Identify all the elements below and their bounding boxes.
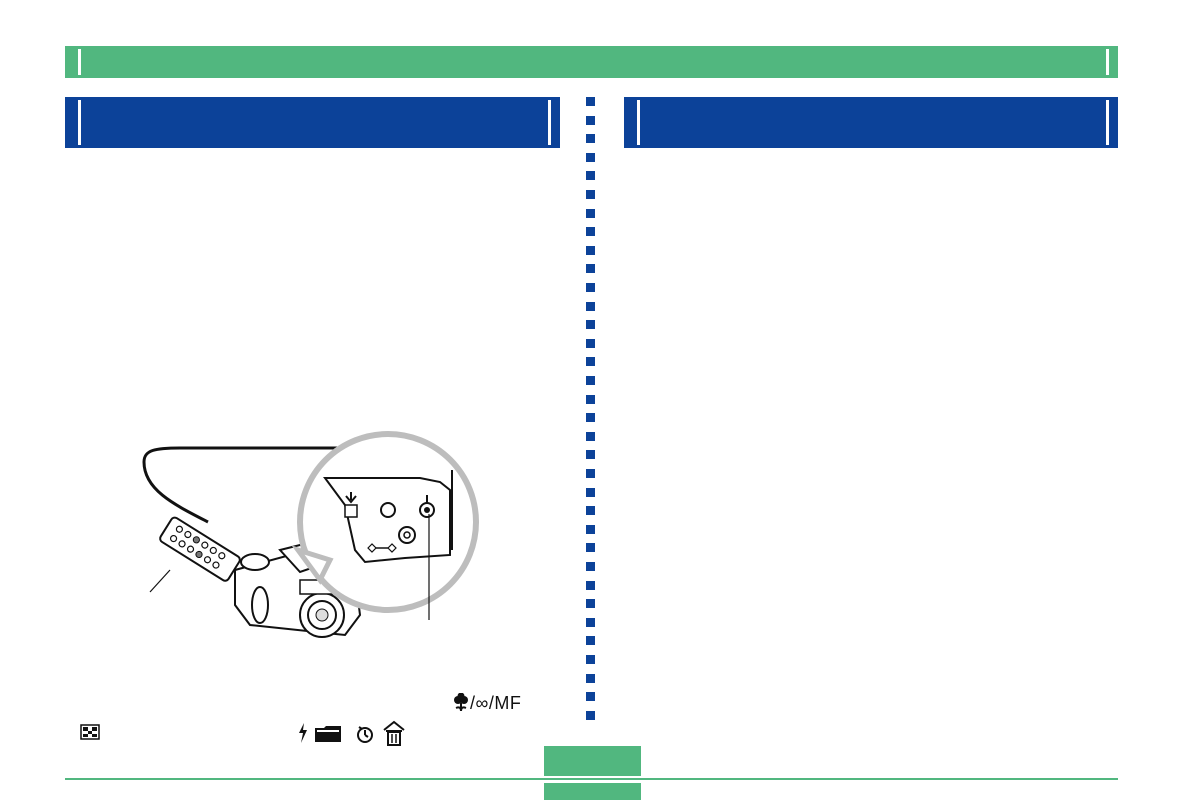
divider-dot: [586, 711, 595, 720]
focus-mode-label: /∞/MF: [470, 693, 522, 713]
divider-dot: [586, 153, 595, 162]
left-header-notch-left: [78, 100, 81, 145]
divider-dot: [586, 339, 595, 348]
divider-dot: [586, 376, 595, 385]
divider-dot: [586, 283, 595, 292]
divider-dot: [586, 692, 595, 701]
divider-dot: [586, 599, 595, 608]
divider-dot: [586, 209, 595, 218]
divider-dot: [586, 618, 595, 627]
right-header-notch-right: [1106, 100, 1109, 145]
divider-dot: [586, 171, 595, 180]
divider-dot: [586, 581, 595, 590]
right-header-notch-left: [637, 100, 640, 145]
header-notch-left: [78, 49, 81, 75]
page-number-tab-base: [544, 783, 641, 800]
right-section-header: [624, 97, 1118, 148]
header-notch-right: [1106, 49, 1109, 75]
self-timer-icon: [357, 726, 373, 743]
left-header-notch-right: [548, 100, 551, 145]
top-header-bar: [65, 46, 1118, 78]
column-divider: [586, 97, 596, 722]
divider-dot: [586, 190, 595, 199]
divider-dot: [586, 432, 595, 441]
divider-dot: [586, 302, 595, 311]
divider-dot: [586, 227, 595, 236]
flash-icon: [299, 723, 307, 743]
remote-controller: [159, 516, 241, 582]
divider-dot: [586, 674, 595, 683]
bottom-rule: [65, 778, 1118, 780]
grid-icon: [80, 724, 100, 740]
left-section-header: [65, 97, 560, 148]
divider-dot: [586, 636, 595, 645]
divider-dot: [586, 525, 595, 534]
magnifier-pointer: [291, 545, 334, 585]
divider-dot: [586, 134, 595, 143]
divider-dot: [586, 264, 595, 273]
divider-dot: [586, 506, 595, 515]
divider-dot: [586, 450, 595, 459]
divider-dot: [586, 357, 595, 366]
macro-flower-icon: [454, 693, 468, 712]
divider-dot: [586, 413, 595, 422]
divider-dot: [586, 320, 595, 329]
divider-dot: [586, 97, 595, 106]
delete-icon: [383, 720, 405, 746]
divider-dot: [586, 246, 595, 255]
divider-dot: [586, 488, 595, 497]
folder-icon: [315, 726, 341, 742]
divider-dot: [586, 116, 595, 125]
divider-dot: [586, 655, 595, 664]
page-number-tab: [544, 746, 641, 776]
divider-dot: [586, 469, 595, 478]
divider-dot: [586, 562, 595, 571]
divider-dot: [586, 395, 595, 404]
camera-remote-illustration: [142, 431, 479, 638]
magnified-port-panel: [323, 470, 453, 564]
divider-dot: [586, 543, 595, 552]
remote-leader-line: [149, 569, 171, 593]
